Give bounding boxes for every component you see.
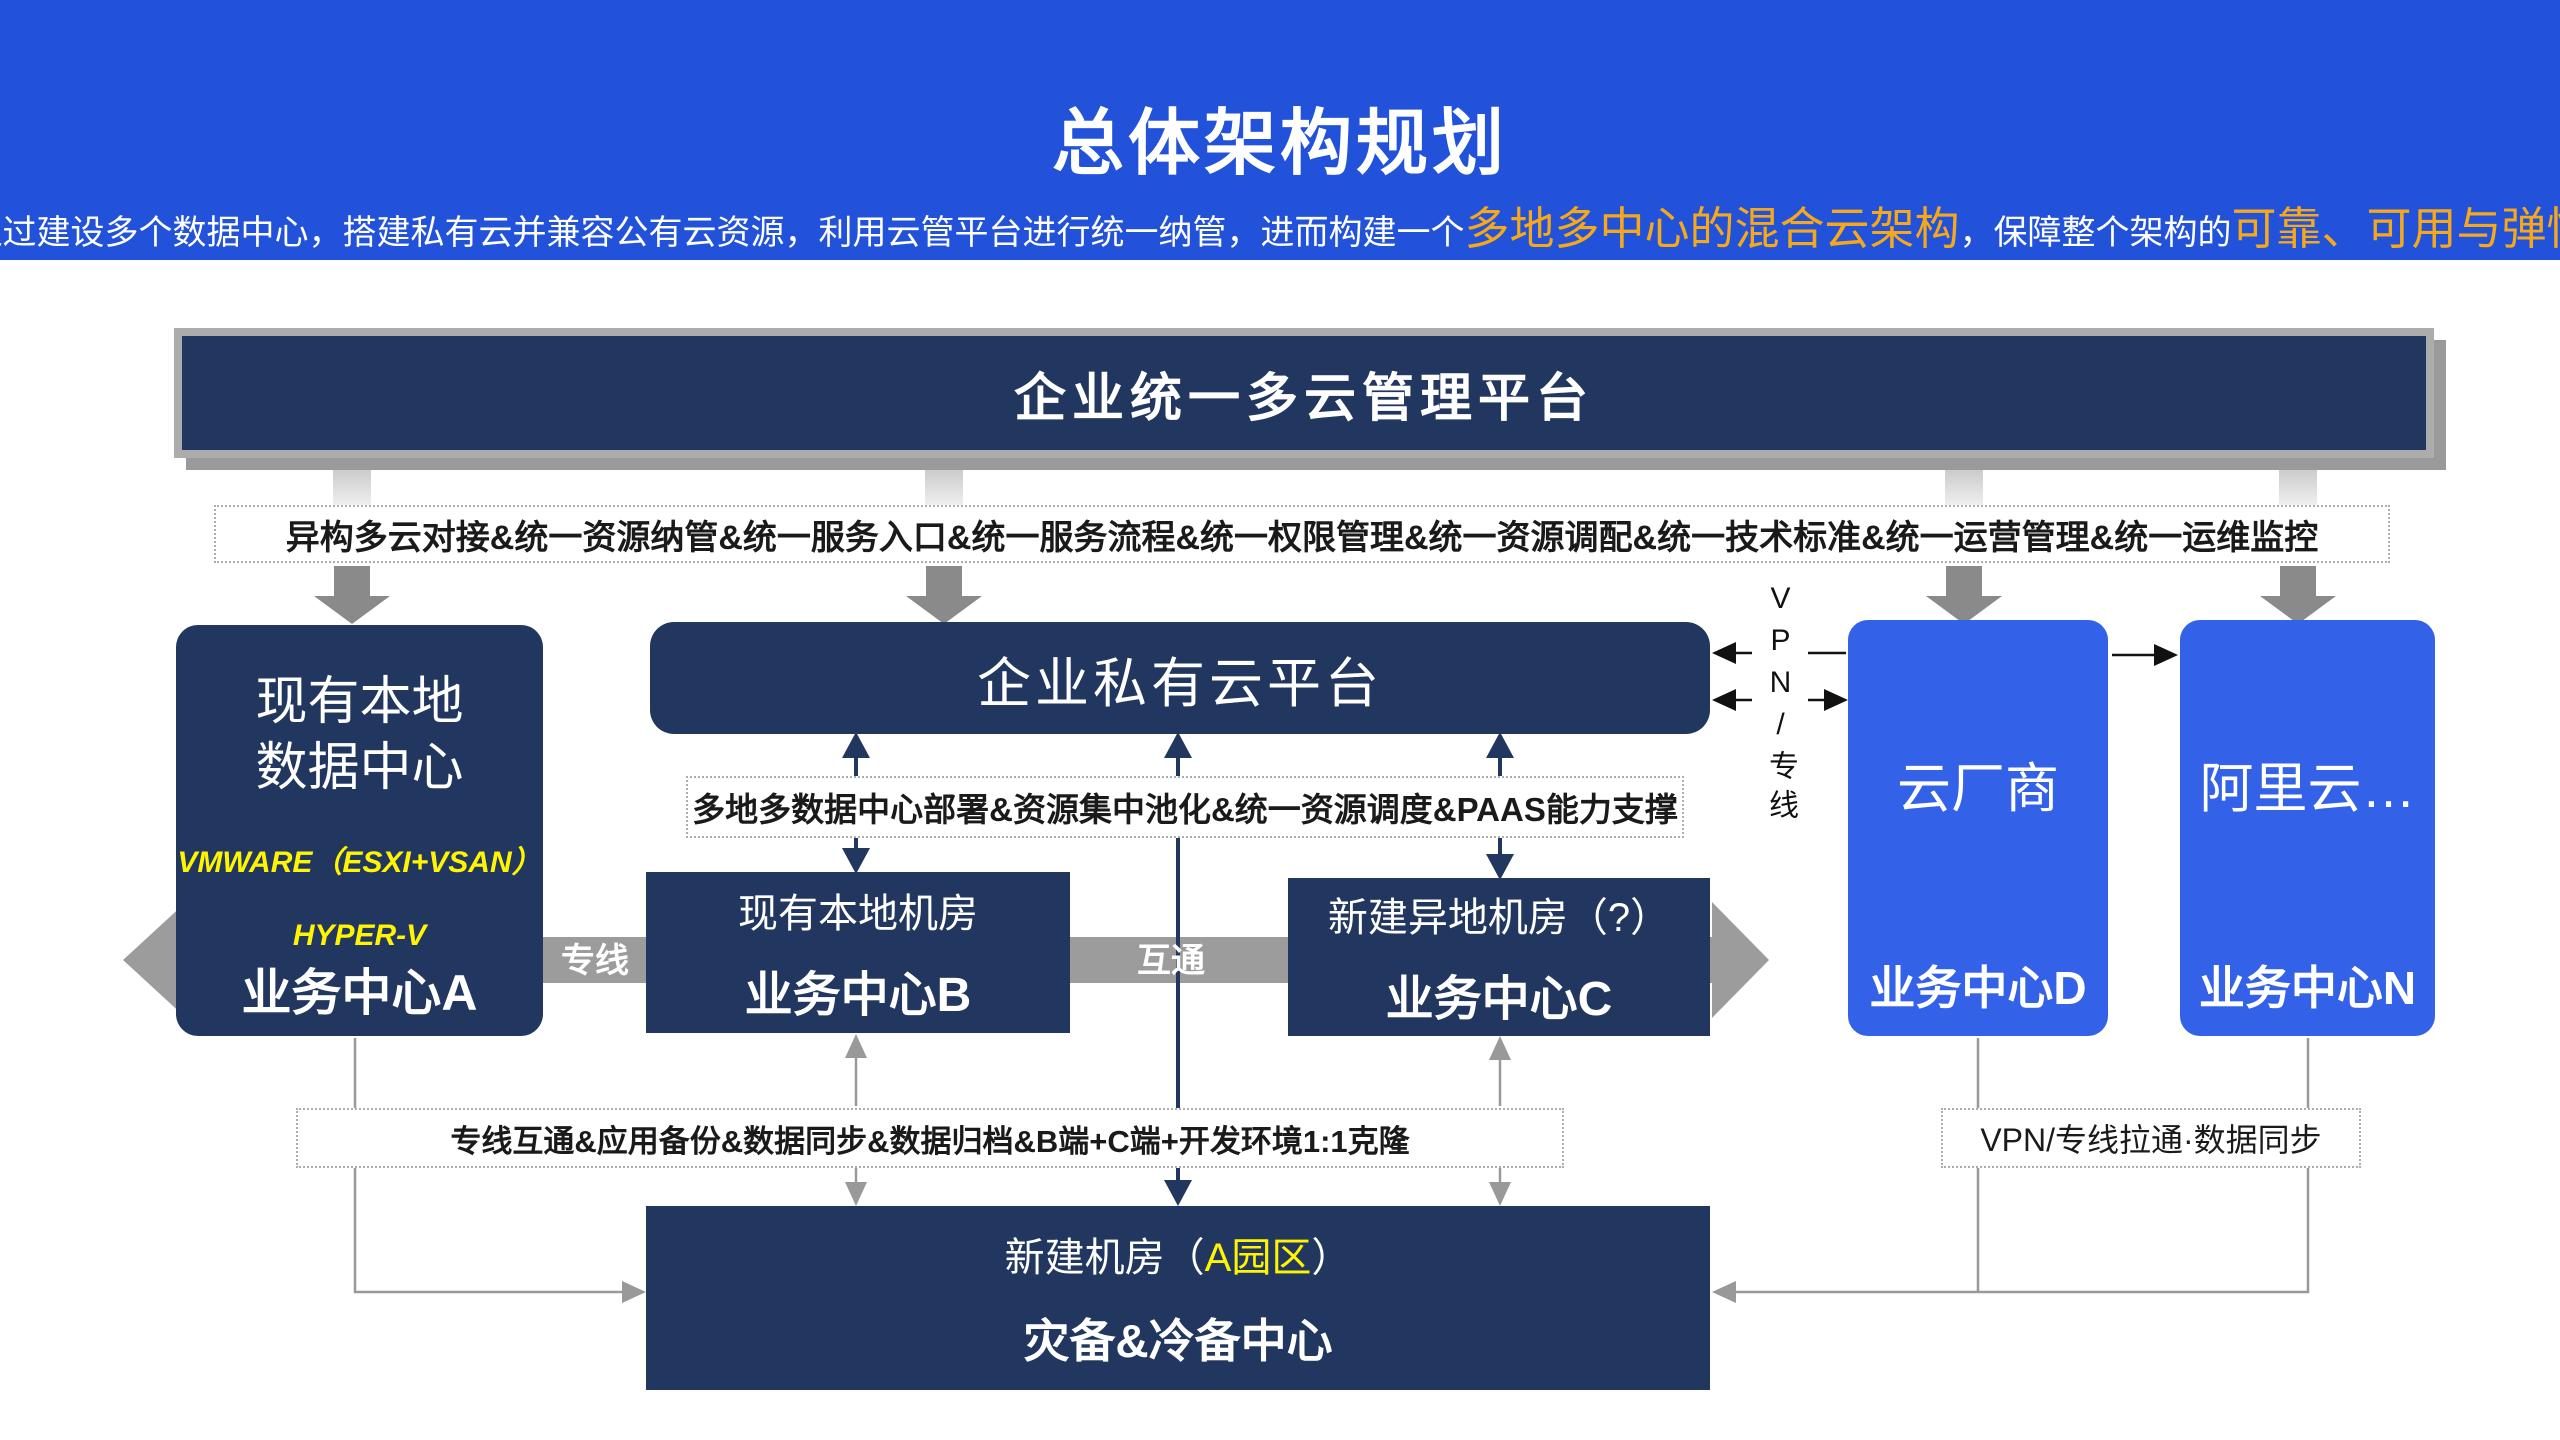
paas-text: 多地多数据中心部署&资源集中池化&统一资源调度&PAAS能力支撑: [692, 791, 1678, 828]
cloud-d-title: 云厂商: [1897, 758, 2059, 819]
room-c-title: 新建异地机房（?）: [1327, 896, 1671, 940]
subtitle-segment-2: 多地多中心的混合云架构: [1464, 203, 1960, 254]
dr-center-label: 灾备&冷备中心: [1023, 1315, 1333, 1367]
room-b-title: 现有本地机房: [738, 891, 978, 936]
box-cloud-d: 云厂商 业务中心D: [1848, 620, 2108, 1036]
subtitle-segment-3: ，保障整个架构的: [1959, 214, 2232, 252]
datacenter-a-label: 业务中心A: [241, 965, 478, 1021]
banner-stubs: [333, 458, 2317, 506]
datacenter-a-line1: 现有本地: [255, 673, 464, 731]
box-datacenter-a: 现有本地 数据中心 VMWARE（ESXI+VSAN） HYPER-V 业务中心…: [176, 625, 543, 1036]
box-cloud-n: 阿里云… 业务中心N: [2180, 620, 2435, 1036]
slide-subtitle: 通过建设多个数据中心，搭建私有云并兼容公有云资源，利用云管平台进行统一纳管，进而…: [0, 192, 2560, 257]
capability-bar: 异构多云对接&统一资源纳管&统一服务入口&统一服务流程&统一权限管理&统一资源调…: [214, 505, 2390, 563]
private-cloud-title: 企业私有云平台: [977, 653, 1383, 714]
capability-text: 异构多云对接&统一资源纳管&统一服务入口&统一服务流程&统一权限管理&统一资源调…: [285, 518, 2319, 557]
subtitle-segment-1: 通过建设多个数据中心，搭建私有云并兼容公有云资源，利用云管平台进行统一纳管，进而…: [0, 214, 1465, 252]
page-title: 总体架构规划: [1051, 104, 1508, 184]
label-dedicated-line: 专线: [561, 942, 629, 980]
d-to-n-arrow: [2112, 644, 2178, 666]
datacenter-a-tech-vmware: VMWARE（ESXI+VSAN）: [177, 846, 542, 879]
room-c-label: 业务中心C: [1385, 973, 1613, 1026]
box-room-c: 新建异地机房（?） 业务中心C: [1288, 878, 1710, 1036]
cloud-n-label: 业务中心N: [2198, 962, 2417, 1014]
sync-right-bar: VPN/专线拉通·数据同步: [1941, 1108, 2361, 1168]
vpn-lines: [1712, 642, 1848, 711]
banner-title: 企业统一多云管理平台: [1013, 369, 1594, 428]
sync-left-bar: 专线互通&应用备份&数据同步&数据归档&B端+C端+开发环境1:1克隆: [296, 1108, 1564, 1168]
datacenter-a-tech-hyperv: HYPER-V: [292, 919, 427, 952]
datacenter-a-line2: 数据中心: [255, 739, 464, 797]
room-b-label: 业务中心B: [744, 968, 972, 1022]
box-private-cloud: 企业私有云平台: [650, 622, 1710, 734]
box-room-b: 现有本地机房 业务中心B: [646, 872, 1070, 1033]
multicloud-platform-banner: 企业统一多云管理平台: [174, 328, 2434, 458]
sync-left-text: 专线互通&应用备份&数据同步&数据归档&B端+C端+开发环境1:1克隆: [450, 1123, 1410, 1159]
label-vpn-vertical: VPN/专线: [1752, 580, 1808, 830]
box-dr-center: 新建机房（A园区） 灾备&冷备中心: [646, 1206, 1710, 1390]
sync-right-text: VPN/专线拉通·数据同步: [1980, 1122, 2322, 1158]
dr-title-prefix: 新建机房（: [1004, 1236, 1205, 1280]
label-interconnect: 互通: [1137, 942, 1205, 980]
dr-title-suffix: ）: [1311, 1236, 1352, 1280]
down-arrows: [314, 566, 2336, 624]
subtitle-segment-4: 可靠、可用与弹性: [2231, 203, 2560, 254]
cloud-d-label: 业务中心D: [1869, 962, 2087, 1014]
top-header: 总体架构规划 通过建设多个数据中心，搭建私有云并兼容公有云资源，利用云管平台进行…: [0, 0, 2560, 260]
cloud-n-title: 阿里云…: [2199, 758, 2416, 819]
dr-center-title: 新建机房（A园区）: [1005, 1225, 1352, 1283]
dr-title-highlight: A园区: [1204, 1236, 1312, 1280]
paas-bar: 多地多数据中心部署&资源集中池化&统一资源调度&PAAS能力支撑: [686, 776, 1684, 838]
